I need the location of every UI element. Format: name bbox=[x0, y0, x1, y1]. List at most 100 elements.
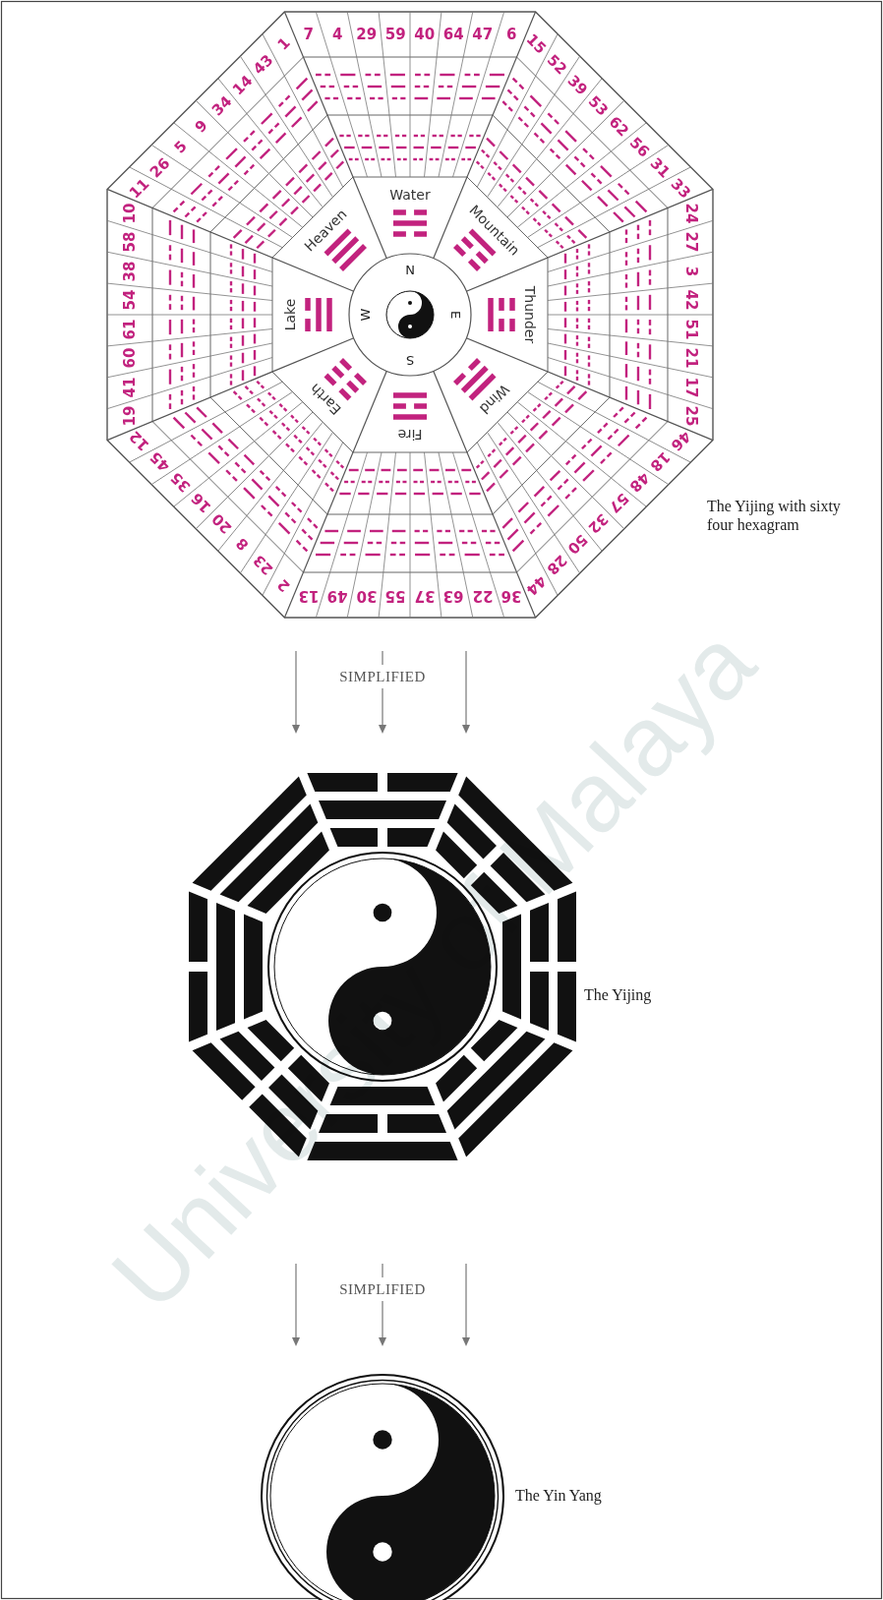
hexagram-line bbox=[513, 164, 522, 173]
direction-letter: N bbox=[405, 263, 415, 277]
hexagram-line bbox=[230, 380, 233, 385]
hexagram-line bbox=[317, 442, 321, 446]
hexagram-line bbox=[492, 449, 496, 453]
trigram-bar bbox=[325, 375, 335, 385]
hexagram-line bbox=[544, 230, 548, 234]
hexagram-line bbox=[292, 117, 302, 127]
hexagram-line bbox=[450, 134, 455, 137]
hexagram-line bbox=[313, 524, 318, 529]
cell-divider bbox=[537, 345, 692, 499]
hexagram-line bbox=[336, 461, 340, 465]
hexagram-line bbox=[312, 470, 316, 473]
hexagram-line bbox=[414, 85, 420, 88]
hexagram-line bbox=[648, 220, 651, 227]
hexagram-line bbox=[303, 462, 307, 466]
hexagram-line bbox=[325, 449, 329, 453]
hexagram-line bbox=[480, 166, 484, 170]
hexagram-line bbox=[588, 337, 590, 342]
hexagram-line bbox=[306, 447, 310, 451]
hexagram-line bbox=[566, 461, 571, 466]
hexagram-line bbox=[294, 419, 298, 423]
hexagram-line bbox=[625, 237, 628, 243]
bagua-bar bbox=[557, 971, 577, 1043]
hexagram-number: 64 bbox=[443, 27, 465, 43]
hexagram-number: 51 bbox=[683, 318, 699, 340]
hexagram-line bbox=[548, 392, 552, 396]
hexagram-line bbox=[510, 430, 514, 434]
hexagram-line bbox=[423, 85, 429, 88]
hexagram-line bbox=[588, 354, 590, 359]
hexagram-line bbox=[350, 553, 356, 556]
hexagram-line bbox=[390, 73, 406, 76]
hexagram-line bbox=[576, 272, 579, 277]
hexagram-line bbox=[230, 354, 233, 359]
hexagram-line bbox=[432, 492, 444, 495]
bagua-bar bbox=[557, 890, 577, 962]
bagua-bar bbox=[188, 971, 208, 1043]
hexagram-line bbox=[588, 344, 590, 349]
hexagram-line bbox=[208, 189, 213, 194]
hexagram-line bbox=[392, 529, 407, 532]
hexagram-line bbox=[489, 73, 505, 76]
hexagram-line bbox=[192, 296, 195, 311]
hexagram-line bbox=[286, 177, 295, 186]
hexagram-line bbox=[218, 445, 223, 450]
hexagram-line bbox=[624, 206, 635, 217]
hexagram-line bbox=[282, 198, 290, 206]
hexagram-number: 36 bbox=[501, 588, 523, 603]
hexagram-line bbox=[448, 480, 453, 483]
hexagram-line bbox=[292, 502, 296, 507]
hexagram-line bbox=[513, 540, 525, 552]
hexagram-line bbox=[489, 553, 496, 556]
hexagram-line bbox=[588, 306, 590, 311]
hexagram-line bbox=[618, 435, 630, 447]
hexagram-line bbox=[180, 304, 183, 310]
hexagram-line bbox=[257, 398, 261, 402]
hexagram-line bbox=[624, 189, 629, 194]
hexagram-line bbox=[600, 166, 612, 177]
hexagram-line bbox=[450, 492, 462, 495]
hexagram-line bbox=[555, 223, 559, 227]
hexagram-line bbox=[260, 470, 265, 475]
hexagram-line bbox=[510, 195, 514, 199]
hexagram-line bbox=[269, 411, 273, 414]
hexagram-line bbox=[341, 465, 345, 469]
hexagram-line bbox=[257, 223, 265, 231]
hexagram-line bbox=[357, 492, 369, 495]
bagua-bar bbox=[318, 1114, 378, 1133]
trigram-name: Fire bbox=[398, 427, 423, 442]
hexagram-line bbox=[250, 165, 255, 170]
hexagram-line bbox=[365, 553, 381, 556]
hexagram-line bbox=[241, 283, 244, 295]
bagua-bar bbox=[306, 1141, 458, 1161]
bagua-sector bbox=[188, 890, 263, 1042]
hexagram-line bbox=[413, 146, 425, 149]
cell-divider bbox=[547, 251, 713, 287]
hexagram-line bbox=[576, 306, 579, 311]
bagua-bar bbox=[529, 902, 549, 962]
hexagram-line bbox=[246, 404, 250, 408]
hexagram-line bbox=[262, 403, 266, 407]
hexagram-line bbox=[515, 426, 519, 430]
trigram-bar bbox=[393, 403, 407, 410]
hexagram-line bbox=[333, 97, 339, 100]
cell-divider bbox=[484, 421, 614, 551]
sector-divider bbox=[107, 338, 354, 441]
hexagram-line bbox=[552, 203, 561, 212]
hexagram-line bbox=[648, 270, 651, 277]
hexagram-line bbox=[576, 358, 579, 363]
hexagram-number: 7 bbox=[302, 27, 313, 43]
hexagram-line bbox=[564, 334, 567, 345]
hexagram-line bbox=[230, 337, 233, 342]
hexagram-line bbox=[465, 146, 476, 149]
hexagram-line bbox=[395, 492, 407, 495]
hexagram-line bbox=[462, 541, 468, 544]
outer-octagon bbox=[107, 11, 713, 618]
hexagram-line bbox=[589, 155, 594, 160]
hexagram-line bbox=[285, 106, 295, 117]
arrow-line bbox=[381, 1263, 383, 1278]
hexagram-line bbox=[430, 480, 435, 483]
hexagram-line bbox=[349, 158, 354, 161]
hexagram-number: 4 bbox=[332, 27, 343, 43]
hexagram-line bbox=[481, 529, 487, 532]
